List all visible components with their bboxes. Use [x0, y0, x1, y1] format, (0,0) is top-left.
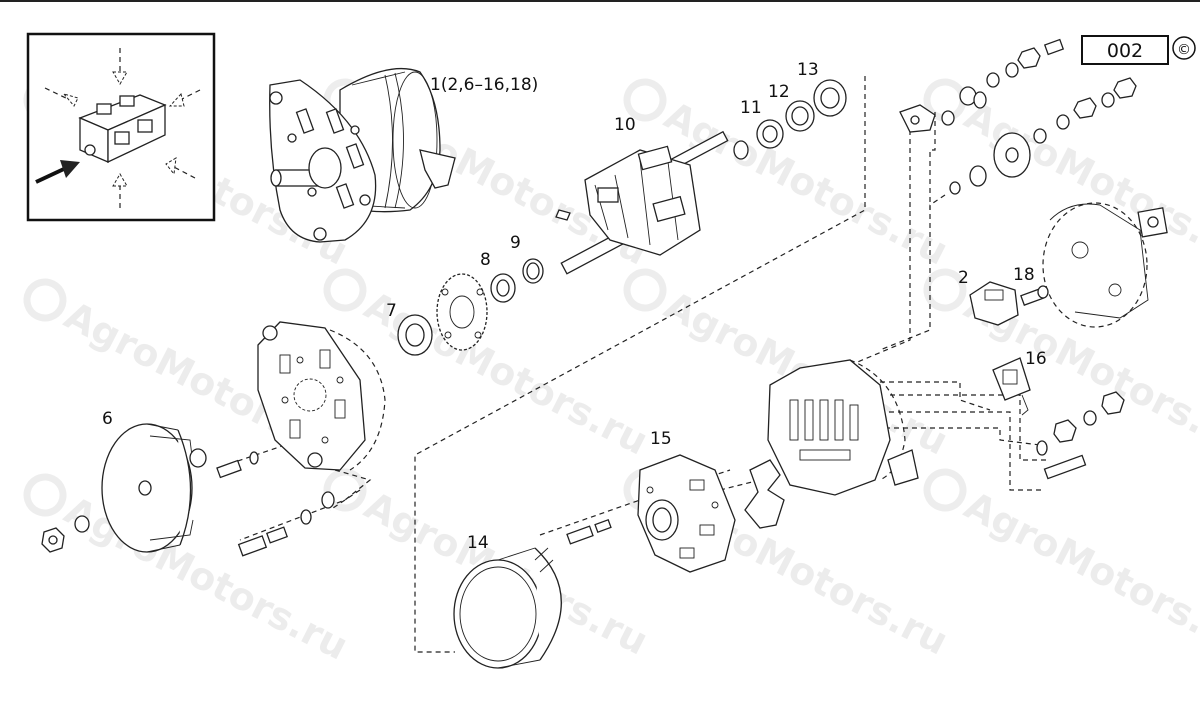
terminal-hardware-lower	[1036, 391, 1125, 480]
rectifier	[637, 454, 736, 573]
terminal-hardware-top	[899, 38, 1065, 133]
svg-text:AgroMotors.ru: AgroMotors.ru	[958, 93, 1200, 274]
ring-part-8	[490, 273, 516, 303]
inset-arrow-icon	[35, 160, 80, 184]
label-part-1: 1(2,6–16,18)	[430, 75, 538, 95]
pulley-nut	[41, 515, 90, 553]
svg-text:AgroMotors.ru: AgroMotors.ru	[958, 483, 1200, 664]
regulator	[969, 281, 1019, 326]
rotor	[555, 130, 729, 275]
bearing-part-11	[756, 119, 784, 149]
label-part-14: 14	[467, 533, 489, 553]
label-part-2: 2	[958, 268, 969, 288]
stator	[453, 547, 562, 669]
page-code-text: 002	[1107, 40, 1143, 62]
watermark: AgroMotors.ru	[923, 78, 1200, 274]
label-part-9: 9	[510, 233, 521, 253]
watermark: AgroMotors.ru	[323, 268, 655, 464]
rear-housing	[767, 359, 919, 496]
assembly-lines	[234, 76, 1050, 653]
orientation-inset	[26, 32, 216, 222]
alternator-assembly	[269, 67, 456, 243]
label-part-16: 16	[1025, 349, 1047, 369]
label-part-18: 18	[1013, 265, 1035, 285]
label-part-10: 10	[614, 115, 636, 135]
copyright-symbol: ©	[1177, 42, 1191, 58]
suppressor	[992, 357, 1031, 416]
bearing-part-12	[785, 100, 815, 132]
bearing-part-13	[813, 79, 847, 117]
label-part-11: 11	[740, 98, 762, 118]
spacer-ring	[733, 140, 749, 160]
page-code: 002 ©	[1081, 35, 1196, 65]
label-part-8: 8	[480, 250, 491, 270]
label-part-6: 6	[102, 409, 113, 429]
label-part-15: 15	[650, 429, 672, 449]
pulley	[101, 423, 207, 553]
terminal-hardware-mid	[949, 77, 1137, 195]
inset-dashed-arrows	[44, 48, 201, 208]
label-part-7: 7	[386, 301, 397, 321]
watermark: AgroMotors.ru	[923, 468, 1200, 664]
front-housing	[257, 321, 386, 471]
copyright-icon	[1172, 36, 1196, 60]
retainer-plate	[436, 273, 488, 351]
gasket	[744, 459, 785, 529]
inset-component-icon	[78, 94, 167, 164]
label-part-13: 13	[797, 60, 819, 80]
fasteners-left	[216, 451, 335, 557]
rectifier-screw	[566, 519, 612, 545]
bearing-part-7	[397, 314, 433, 356]
label-part-12: 12	[768, 82, 790, 102]
svg-text:AgroMotors.ru: AgroMotors.ru	[358, 283, 655, 464]
circlip-part-9	[522, 258, 544, 284]
screw-part-18	[1020, 285, 1049, 306]
rear-cover	[1042, 202, 1168, 328]
